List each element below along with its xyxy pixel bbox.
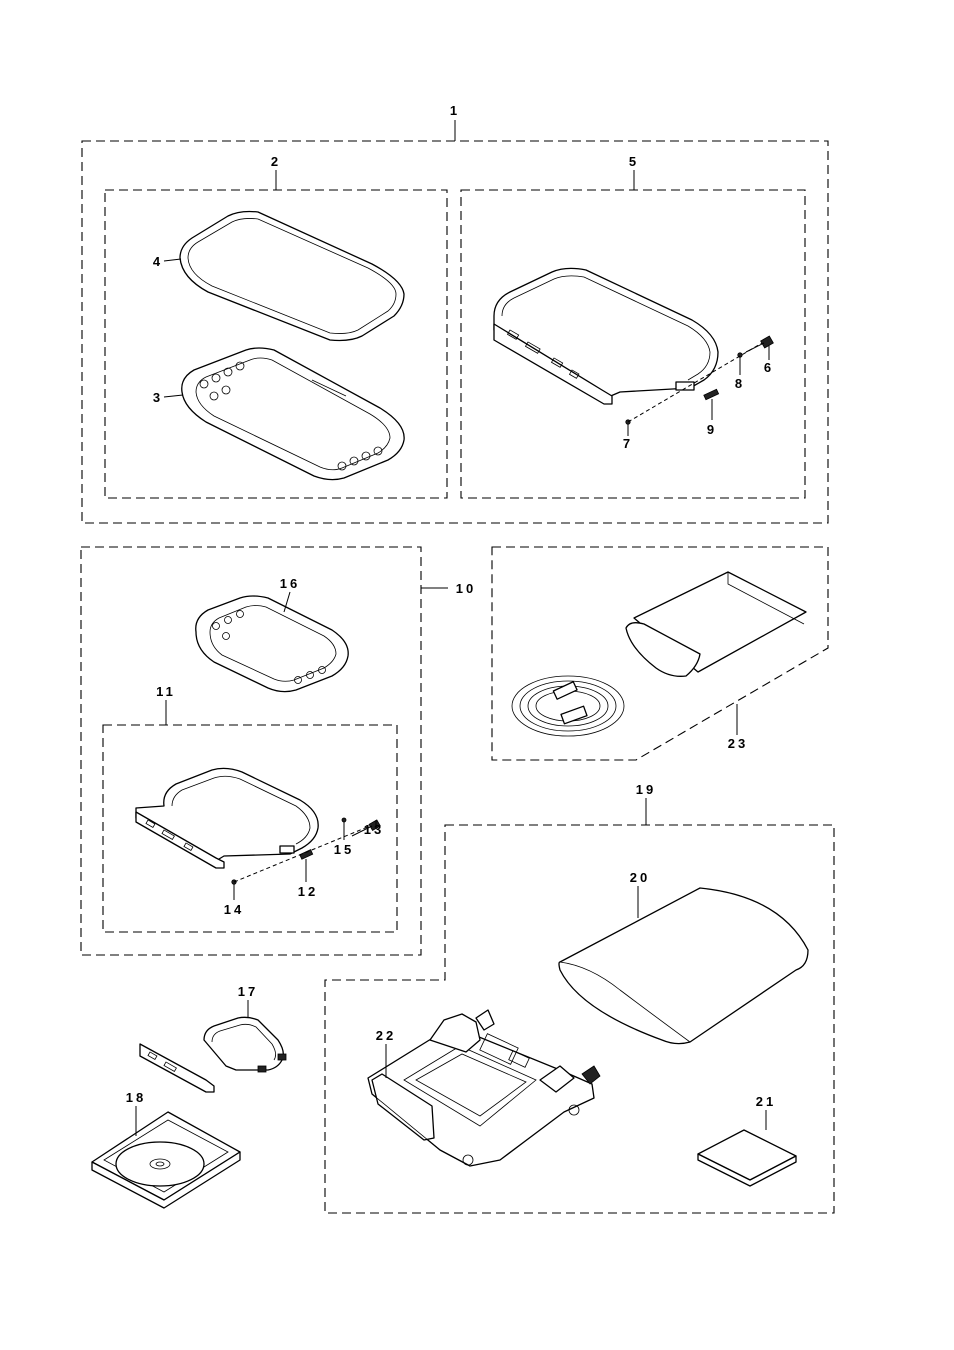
callout-9: 9	[707, 422, 717, 437]
leader-4	[164, 259, 181, 261]
part-23-cable-and-pouch	[512, 572, 806, 736]
callout-3: 3	[153, 390, 163, 405]
part-17-small-hoop	[140, 1017, 286, 1092]
callout-12: 12	[298, 884, 318, 899]
part-16-small-inner-hoop	[196, 596, 348, 692]
callout-23: 23	[728, 736, 748, 751]
part-21-booklet	[698, 1130, 796, 1186]
part-9-pin	[704, 389, 719, 399]
callout-4: 4	[153, 254, 163, 269]
callout-10: 10	[456, 581, 476, 596]
callout-21: 21	[756, 1094, 776, 1109]
callout-14: 14	[224, 902, 244, 917]
callout-20: 20	[630, 870, 650, 885]
callout-22: 22	[376, 1028, 396, 1043]
callout-1: 1	[450, 103, 460, 118]
part-5-hoop-frame	[494, 268, 718, 404]
group-1-boundary	[82, 141, 828, 523]
part-15-washer	[342, 818, 346, 822]
callout-15: 15	[334, 842, 354, 857]
part-20-pouch	[559, 888, 808, 1044]
part-18-cd-case	[92, 1112, 240, 1208]
callout-8: 8	[735, 376, 745, 391]
callout-18: 18	[126, 1090, 146, 1105]
callout-13: 13	[364, 822, 384, 837]
callout-19: 19	[636, 782, 656, 797]
callout-11: 11	[156, 684, 176, 699]
callout-6: 6	[764, 360, 774, 375]
part-4-outer-hoop	[180, 212, 404, 341]
leader-3	[164, 395, 183, 397]
callout-7: 7	[623, 436, 633, 451]
part-22-hoop-holder	[368, 1010, 600, 1166]
callout-5: 5	[629, 154, 639, 169]
callout-2: 2	[271, 154, 281, 169]
callout-17: 17	[238, 984, 258, 999]
callout-16: 16	[280, 576, 300, 591]
part-3-inner-hoop	[182, 348, 404, 480]
part-11-medium-hoop-frame	[136, 768, 318, 868]
